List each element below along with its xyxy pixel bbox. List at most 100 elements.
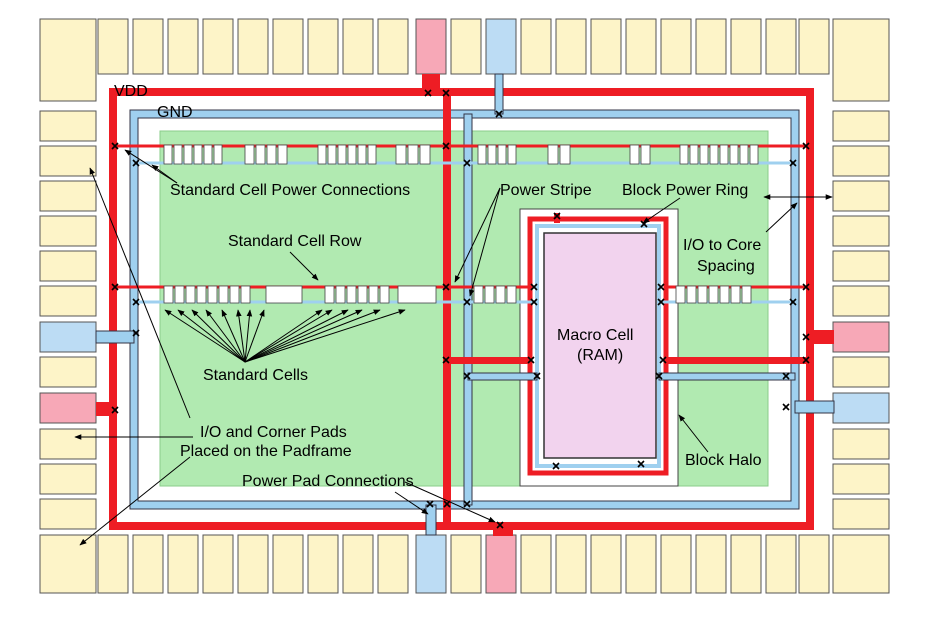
io-pad bbox=[832, 356, 890, 388]
via-cross bbox=[530, 283, 538, 291]
via-cross bbox=[111, 142, 119, 150]
standard-cell bbox=[473, 285, 484, 304]
std-cell-power-label: Standard Cell Power Connections bbox=[170, 182, 410, 199]
standard-cell bbox=[506, 285, 517, 304]
io-pad bbox=[415, 18, 447, 75]
via-cross bbox=[132, 329, 140, 337]
standard-cell bbox=[730, 285, 741, 304]
gnd-label: GND bbox=[157, 104, 193, 121]
via-cross bbox=[802, 356, 810, 364]
standard-cell bbox=[697, 285, 708, 304]
standard-cell bbox=[477, 144, 487, 165]
io-pad bbox=[39, 215, 97, 247]
via-cross bbox=[111, 406, 119, 414]
standard-cell bbox=[407, 144, 419, 165]
via-cross bbox=[782, 403, 790, 411]
standard-cell bbox=[266, 144, 277, 165]
pad-frame bbox=[39, 18, 890, 594]
io-pad bbox=[39, 110, 97, 142]
standard-cell bbox=[367, 144, 377, 165]
io-pad bbox=[450, 534, 482, 594]
io-pad bbox=[377, 534, 409, 594]
standard-cell bbox=[709, 144, 719, 165]
standard-cell bbox=[419, 144, 431, 165]
block-halo-label: Block Halo bbox=[685, 452, 762, 469]
standard-cell bbox=[324, 285, 335, 304]
io-pad bbox=[832, 180, 890, 212]
via-cross bbox=[553, 212, 561, 220]
standard-cell bbox=[229, 285, 240, 304]
io-pad bbox=[237, 534, 269, 594]
annotation-arrows bbox=[74, 149, 833, 546]
via-cross bbox=[442, 142, 450, 150]
via-cross bbox=[637, 460, 645, 468]
vdd-label: VDD bbox=[114, 83, 148, 100]
io-pad bbox=[832, 250, 890, 282]
block-gnd-ring bbox=[535, 224, 661, 468]
standard-cell bbox=[739, 144, 749, 165]
io-pad bbox=[39, 463, 97, 495]
io-core-spacing-label-2: Spacing bbox=[697, 258, 755, 275]
io-pad bbox=[730, 534, 762, 594]
standard-cell bbox=[395, 144, 407, 165]
io-core-spacing-label-1: I/O to Core bbox=[683, 237, 761, 254]
standard-cell bbox=[193, 144, 203, 165]
via-cross bbox=[495, 110, 503, 118]
corner-pad bbox=[832, 534, 890, 594]
io-pad bbox=[39, 145, 97, 177]
via-cross bbox=[442, 356, 450, 364]
io-pad bbox=[590, 534, 622, 594]
standard-cell bbox=[163, 144, 173, 165]
io-pad bbox=[625, 534, 657, 594]
io-pad bbox=[39, 498, 97, 530]
io-pad bbox=[695, 534, 727, 594]
io-pad bbox=[832, 145, 890, 177]
standard-cell bbox=[337, 144, 347, 165]
standard-cell bbox=[629, 144, 640, 165]
power-pad-connections-label: Power Pad Connections bbox=[242, 473, 414, 490]
io-pad bbox=[202, 534, 234, 594]
standard-cell bbox=[347, 144, 357, 165]
via-cross bbox=[442, 89, 450, 97]
io-pad bbox=[485, 534, 517, 594]
via-cross bbox=[657, 283, 665, 291]
vdd-stripe bbox=[443, 92, 451, 526]
io-pad bbox=[832, 285, 890, 317]
io-pad bbox=[798, 534, 830, 594]
io-pad bbox=[97, 18, 129, 75]
standard-cell bbox=[507, 144, 517, 165]
io-pad bbox=[237, 18, 269, 75]
standard-cell bbox=[183, 144, 193, 165]
via-cross bbox=[463, 500, 471, 508]
standard-cell bbox=[547, 144, 559, 165]
via-cross bbox=[552, 462, 560, 470]
io-pad bbox=[555, 534, 587, 594]
via-cross bbox=[789, 298, 797, 306]
standard-cell bbox=[719, 144, 729, 165]
via-cross bbox=[111, 283, 119, 291]
standard-cell bbox=[689, 144, 699, 165]
io-pad bbox=[167, 534, 199, 594]
standard-cell bbox=[174, 285, 185, 304]
standard-cell bbox=[163, 285, 174, 304]
corner-pad bbox=[39, 534, 97, 594]
via-cross bbox=[533, 372, 541, 380]
io-pad bbox=[39, 356, 97, 388]
via-cross bbox=[463, 372, 471, 380]
via-cross bbox=[802, 142, 810, 150]
via-cross bbox=[782, 372, 790, 380]
standard-cell bbox=[719, 285, 730, 304]
standard-cell-row-top bbox=[117, 144, 806, 165]
io-pad bbox=[798, 18, 830, 75]
macro-cell-label-2: (RAM) bbox=[577, 347, 623, 364]
standard-cell bbox=[255, 144, 266, 165]
io-pad bbox=[660, 18, 692, 75]
io-pad bbox=[765, 534, 797, 594]
standard-cell bbox=[277, 144, 288, 165]
io-pad bbox=[832, 463, 890, 495]
via-cross bbox=[463, 298, 471, 306]
io-pad bbox=[485, 18, 517, 75]
io-pads-label-1: I/O and Corner Pads bbox=[200, 424, 347, 441]
standard-cell bbox=[559, 144, 571, 165]
io-pad bbox=[415, 534, 447, 594]
